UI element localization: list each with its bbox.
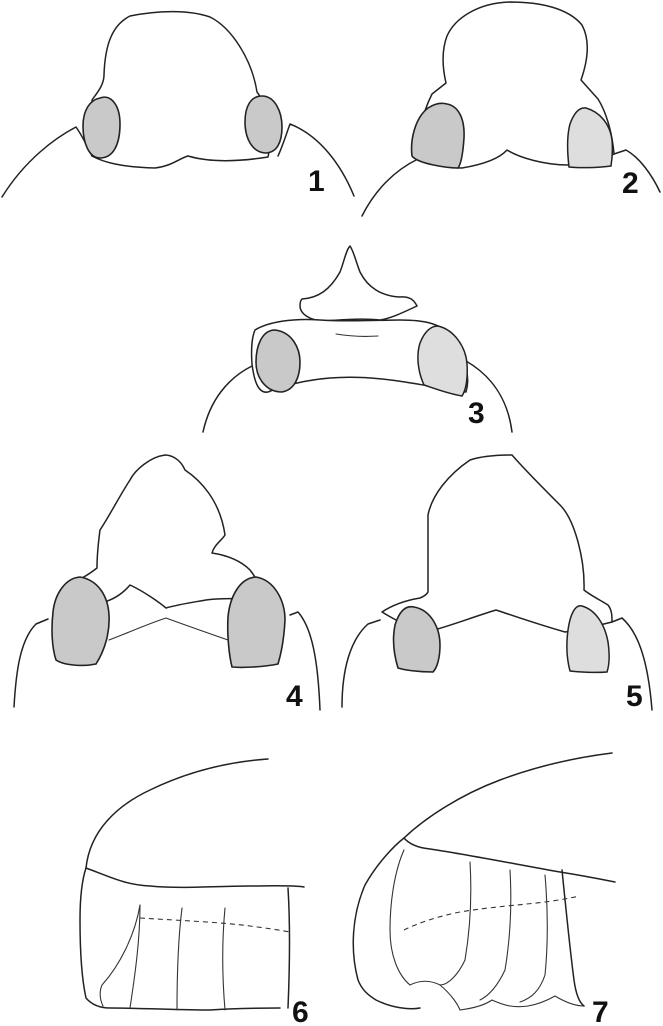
compound-eye-right bbox=[417, 325, 468, 397]
pronotum-outline bbox=[1, 126, 93, 198]
compound-eye-right bbox=[226, 576, 286, 669]
figure-4-label: 4 bbox=[286, 680, 303, 713]
head-outline bbox=[53, 454, 262, 611]
transverse-carina bbox=[335, 333, 379, 337]
figure-5: 5 bbox=[341, 454, 653, 713]
figure-2-label: 2 bbox=[622, 167, 639, 200]
compound-eye-left bbox=[82, 96, 121, 159]
frons-outline bbox=[287, 887, 291, 1009]
facial-carina bbox=[439, 861, 472, 986]
gena-segment bbox=[409, 980, 461, 1011]
pronotum-outline bbox=[611, 617, 653, 711]
pronotum-dorsal-margin bbox=[403, 752, 613, 839]
head-bulge bbox=[352, 837, 421, 1010]
frons-outline bbox=[79, 867, 281, 1011]
compound-eye-right bbox=[566, 107, 614, 169]
figure-1: 1 bbox=[1, 10, 355, 198]
pronotum-outline bbox=[13, 618, 49, 708]
head-outline bbox=[414, 1, 615, 169]
head-bulge bbox=[389, 849, 411, 986]
pronotum-outline bbox=[289, 611, 321, 711]
pronotum-outline bbox=[613, 149, 661, 193]
figure-7: 7 bbox=[352, 752, 616, 1026]
pronotum-dorsal-margin bbox=[85, 758, 269, 869]
figure-1-label: 1 bbox=[308, 165, 325, 198]
compound-eye-left bbox=[255, 329, 301, 393]
facial-carina bbox=[222, 907, 226, 1011]
figure-5-label: 5 bbox=[626, 680, 643, 713]
compound-eye-right bbox=[566, 605, 610, 674]
facial-carina bbox=[479, 869, 512, 1001]
figure-3: 3 bbox=[202, 245, 513, 433]
frons-outline bbox=[561, 869, 585, 1007]
figure-4: 4 bbox=[13, 454, 321, 713]
compound-eye-left bbox=[410, 102, 465, 169]
head-outline bbox=[91, 10, 271, 169]
figure-2: 2 bbox=[361, 1, 661, 217]
compound-eye-left bbox=[51, 576, 110, 667]
facial-carina bbox=[519, 874, 548, 1003]
vertex-process bbox=[299, 245, 418, 322]
head-outline bbox=[381, 454, 613, 633]
pronotum-outline bbox=[465, 360, 513, 433]
pronotum-outline bbox=[277, 123, 355, 197]
figure-7-label: 7 bbox=[592, 996, 609, 1026]
compound-eye-left bbox=[392, 605, 441, 673]
suture-dashed bbox=[139, 917, 291, 933]
figure-3-label: 3 bbox=[468, 397, 485, 430]
pronotum-outline bbox=[202, 365, 253, 433]
pronotum-outline bbox=[341, 619, 381, 708]
pronotum-outline bbox=[361, 158, 419, 217]
suture-dashed bbox=[403, 895, 581, 931]
head-outline bbox=[250, 318, 469, 393]
facial-carina bbox=[129, 904, 141, 1009]
occiput-margin bbox=[108, 617, 229, 641]
facial-carina bbox=[176, 907, 183, 1011]
frons-lower-margin bbox=[459, 995, 585, 1011]
figure-6: 6 bbox=[79, 758, 309, 1026]
compound-eye-right bbox=[244, 95, 283, 154]
pronotum-lateral-margin bbox=[403, 837, 616, 883]
clypeus bbox=[99, 904, 141, 1007]
pronotum-lateral-margin bbox=[85, 867, 305, 889]
figure-6-label: 6 bbox=[292, 996, 309, 1026]
